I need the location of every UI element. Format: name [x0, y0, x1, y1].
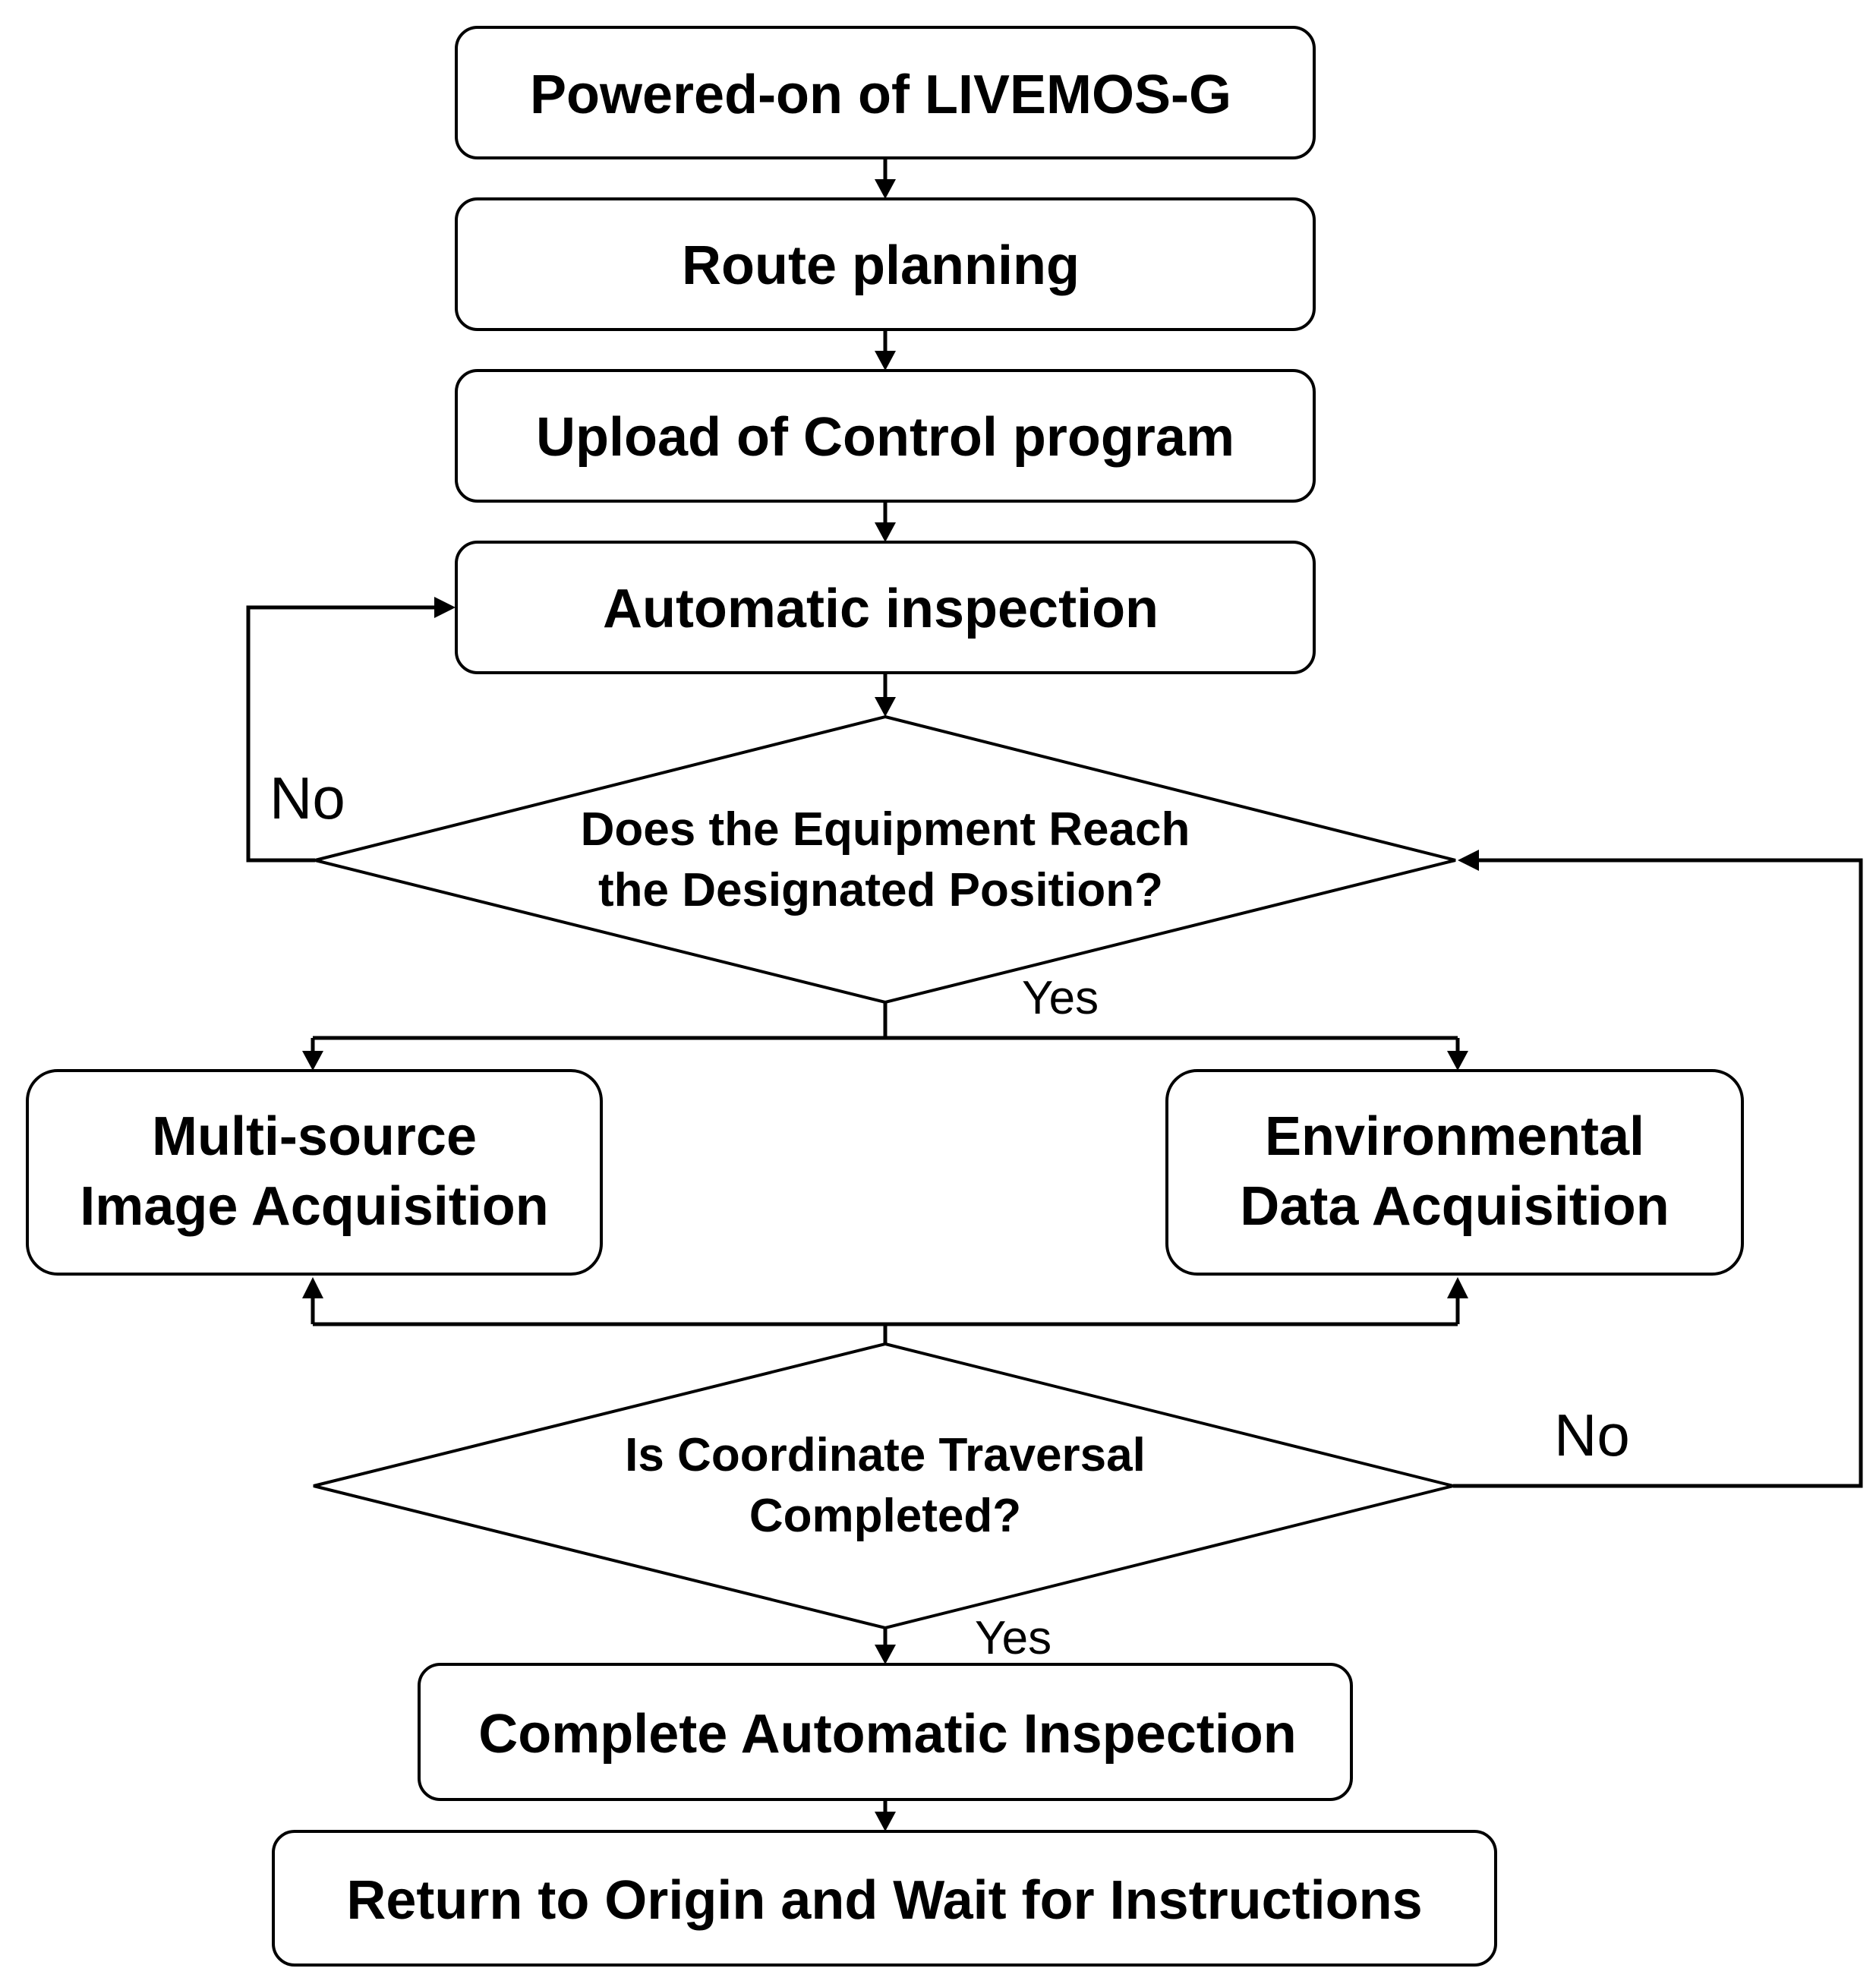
connector-traversal-no-loop — [1453, 858, 1863, 1488]
decision-label-line-1: Does the Equipment Reach — [581, 803, 1190, 856]
decision-label-line-2: the Designated Position? — [598, 864, 1163, 916]
arrowhead-inspection — [875, 522, 896, 542]
node-label: Automatic inspection — [603, 579, 1159, 639]
process-node-environmental-acquisition: Environmental Data Acquisition — [1165, 1069, 1744, 1276]
connector-position-yes-split — [311, 1002, 1460, 1054]
arrowhead-image-acquisition-return — [302, 1277, 323, 1298]
arrowhead-position-no-loop — [434, 597, 456, 618]
node-label: Return to Origin and Wait for Instructio… — [346, 1870, 1422, 1931]
edge-label-traversal-no: No — [1554, 1402, 1630, 1468]
decision-node-coordinate-traversal: Is Coordinate Traversal Completed? — [313, 1342, 1454, 1630]
edge-label-position-no: No — [270, 765, 345, 831]
arrowhead-image-acquisition — [302, 1051, 323, 1071]
decision-node-designated-position: Does the Equipment Reach the Designated … — [314, 714, 1456, 1005]
arrowhead-complete-inspection — [875, 1645, 896, 1664]
process-node-upload-control-program: Upload of Control program — [455, 369, 1316, 503]
arrowhead-upload — [875, 351, 896, 371]
node-label: Upload of Control program — [536, 407, 1234, 468]
process-node-power-on: Powered-on of LIVEMOS-G — [455, 26, 1316, 159]
arrowhead-environmental-acquisition — [1447, 1051, 1468, 1071]
process-node-return-origin: Return to Origin and Wait for Instructio… — [272, 1830, 1497, 1967]
node-label: Complete Automatic Inspection — [478, 1704, 1296, 1765]
process-node-image-acquisition: Multi-source Image Acquisition — [26, 1069, 603, 1276]
node-label-line-1: Environmental — [1265, 1106, 1644, 1167]
decision-label-line-2: Completed? — [749, 1490, 1021, 1542]
edge-label-position-yes: Yes — [1022, 972, 1099, 1024]
edge-label-traversal-yes: Yes — [975, 1612, 1052, 1664]
arrowhead-return-origin — [875, 1812, 896, 1831]
connector-position-no-loop — [246, 605, 437, 863]
node-label: Route planning — [682, 235, 1080, 296]
node-label-line-2: Image Acquisition — [80, 1176, 548, 1237]
connector-traversal-to-acquisitions — [311, 1295, 1460, 1344]
process-node-route-planning: Route planning — [455, 197, 1316, 331]
node-label-line-1: Multi-source — [152, 1106, 477, 1167]
node-label: Powered-on of LIVEMOS-G — [530, 65, 1231, 125]
arrowhead-traversal-no-loop — [1458, 850, 1479, 871]
arrowhead-environmental-acquisition-return — [1447, 1277, 1468, 1298]
node-label-line-2: Data Acquisition — [1240, 1176, 1669, 1237]
process-node-complete-inspection: Complete Automatic Inspection — [418, 1663, 1353, 1801]
arrowhead-position-check — [875, 697, 896, 717]
process-node-automatic-inspection: Automatic inspection — [455, 541, 1316, 674]
decision-label-line-1: Is Coordinate Traversal — [625, 1429, 1146, 1481]
arrowhead-route-planning — [875, 179, 896, 199]
